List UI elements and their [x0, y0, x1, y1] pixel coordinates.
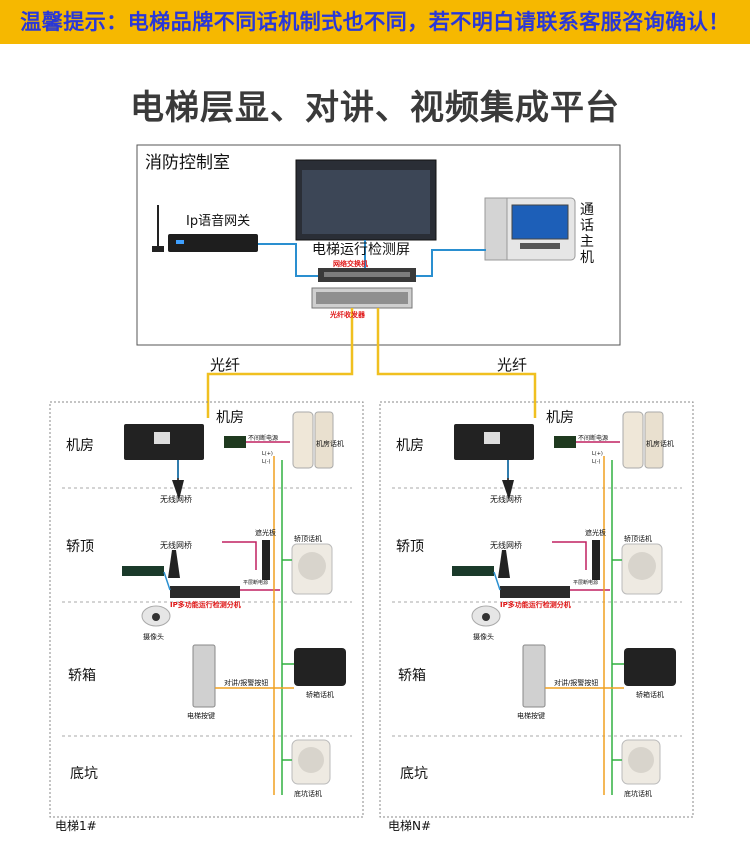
top-phone-label: 轿顶话机 [294, 535, 322, 543]
page-title: 电梯层显、对讲、视频集成平台 [130, 88, 620, 128]
pit-label: 底坑 [70, 766, 98, 782]
power-label: 不间断电源 [578, 435, 609, 442]
optical-transceiver-image [311, 287, 413, 309]
elevator-1-panel [49, 401, 364, 818]
car-phone-image [294, 648, 346, 686]
car-label: 轿箱 [68, 668, 96, 684]
analyzer-label: IP多功能运行检测分机 [500, 601, 571, 609]
intercom-host-image [484, 197, 576, 261]
wireless-bridge-1-image [172, 480, 184, 500]
lplus-label: L(+) [592, 451, 603, 457]
machine-phone-label: 机房话机 [316, 440, 344, 448]
camera-label: 摄像头 [473, 633, 494, 641]
lminus-label: L(-) [262, 459, 271, 465]
machine-phone-image [292, 411, 334, 469]
elevator-name: 电梯1# [55, 819, 97, 833]
car-top-label: 轿顶 [66, 539, 94, 555]
machine-phone-label: 机房话机 [646, 440, 674, 448]
fiber-label-right: 光纤 [497, 356, 528, 374]
power-label-2: 平层断电源 [243, 580, 269, 586]
elevator-button-image [192, 644, 216, 708]
ip-gateway-label: Ip语音网关 [186, 214, 251, 229]
control-room-label: 消防控制室 [145, 153, 230, 173]
network-links [258, 240, 486, 277]
monitor-label: 电梯运行检测屏 [312, 242, 410, 258]
wireless-bridge-1-label: 无线网桥 [160, 495, 192, 504]
wireless-bridge-2-label: 无线网桥 [160, 541, 192, 550]
power-label-2: 平层断电源 [573, 580, 599, 586]
top-phone-label: 轿顶话机 [624, 535, 652, 543]
optical-label: 光纤收发器 [330, 311, 365, 319]
pit-phone-label: 底坑话机 [624, 790, 652, 798]
machine-room-label: 机房 [66, 438, 94, 454]
car-phone-label: 轿箱话机 [636, 691, 664, 699]
pit-label: 底坑 [400, 766, 428, 782]
wireless-bridge-2-image [168, 550, 180, 578]
notice-banner: 温馨提示：电梯品牌不同话机制式也不同，若不明白请联系客服咨询确认！ [0, 0, 750, 44]
elevator-name: 电梯N# [388, 819, 432, 833]
machine-room-top-label: 机房 [216, 410, 244, 426]
elevator-button-label: 电梯按键 [187, 712, 215, 720]
wireless-bridge-1-label: 无线网桥 [490, 495, 522, 504]
host-label: 通话主机 [580, 202, 594, 266]
analyzer-image [170, 586, 240, 598]
wireless-bridge-2-label: 无线网桥 [490, 541, 522, 550]
shade-board-image [262, 540, 270, 580]
analyzer-label: IP多功能运行检测分机 [170, 601, 241, 609]
switch-label: 网络交换机 [333, 260, 368, 268]
intercom-button-label: 对讲/报警按钮 [554, 679, 599, 687]
elevator-button-label: 电梯按键 [517, 712, 545, 720]
network-switch-image [318, 268, 416, 282]
elevator-n-panel [379, 401, 694, 818]
ip-gateway-image [152, 205, 258, 252]
shade-board-label: 遮光板 [585, 529, 606, 537]
fiber-label-left: 光纤 [210, 356, 241, 374]
pit-phone-label: 底坑话机 [294, 790, 322, 798]
car-label: 轿箱 [398, 668, 426, 684]
lplus-label: L(+) [262, 451, 273, 457]
camera-label: 摄像头 [143, 633, 164, 641]
intercom-button-label: 对讲/报警按钮 [224, 679, 269, 687]
car-top-label: 轿顶 [396, 539, 424, 555]
machine-room-label: 机房 [396, 438, 424, 454]
power-label: 不间断电源 [248, 435, 279, 442]
machine-room-top-label: 机房 [546, 410, 574, 426]
car-phone-label: 轿箱话机 [306, 691, 334, 699]
fiber-links [206, 308, 537, 418]
lminus-label: L(-) [592, 459, 601, 465]
shade-board-label: 遮光板 [255, 529, 276, 537]
